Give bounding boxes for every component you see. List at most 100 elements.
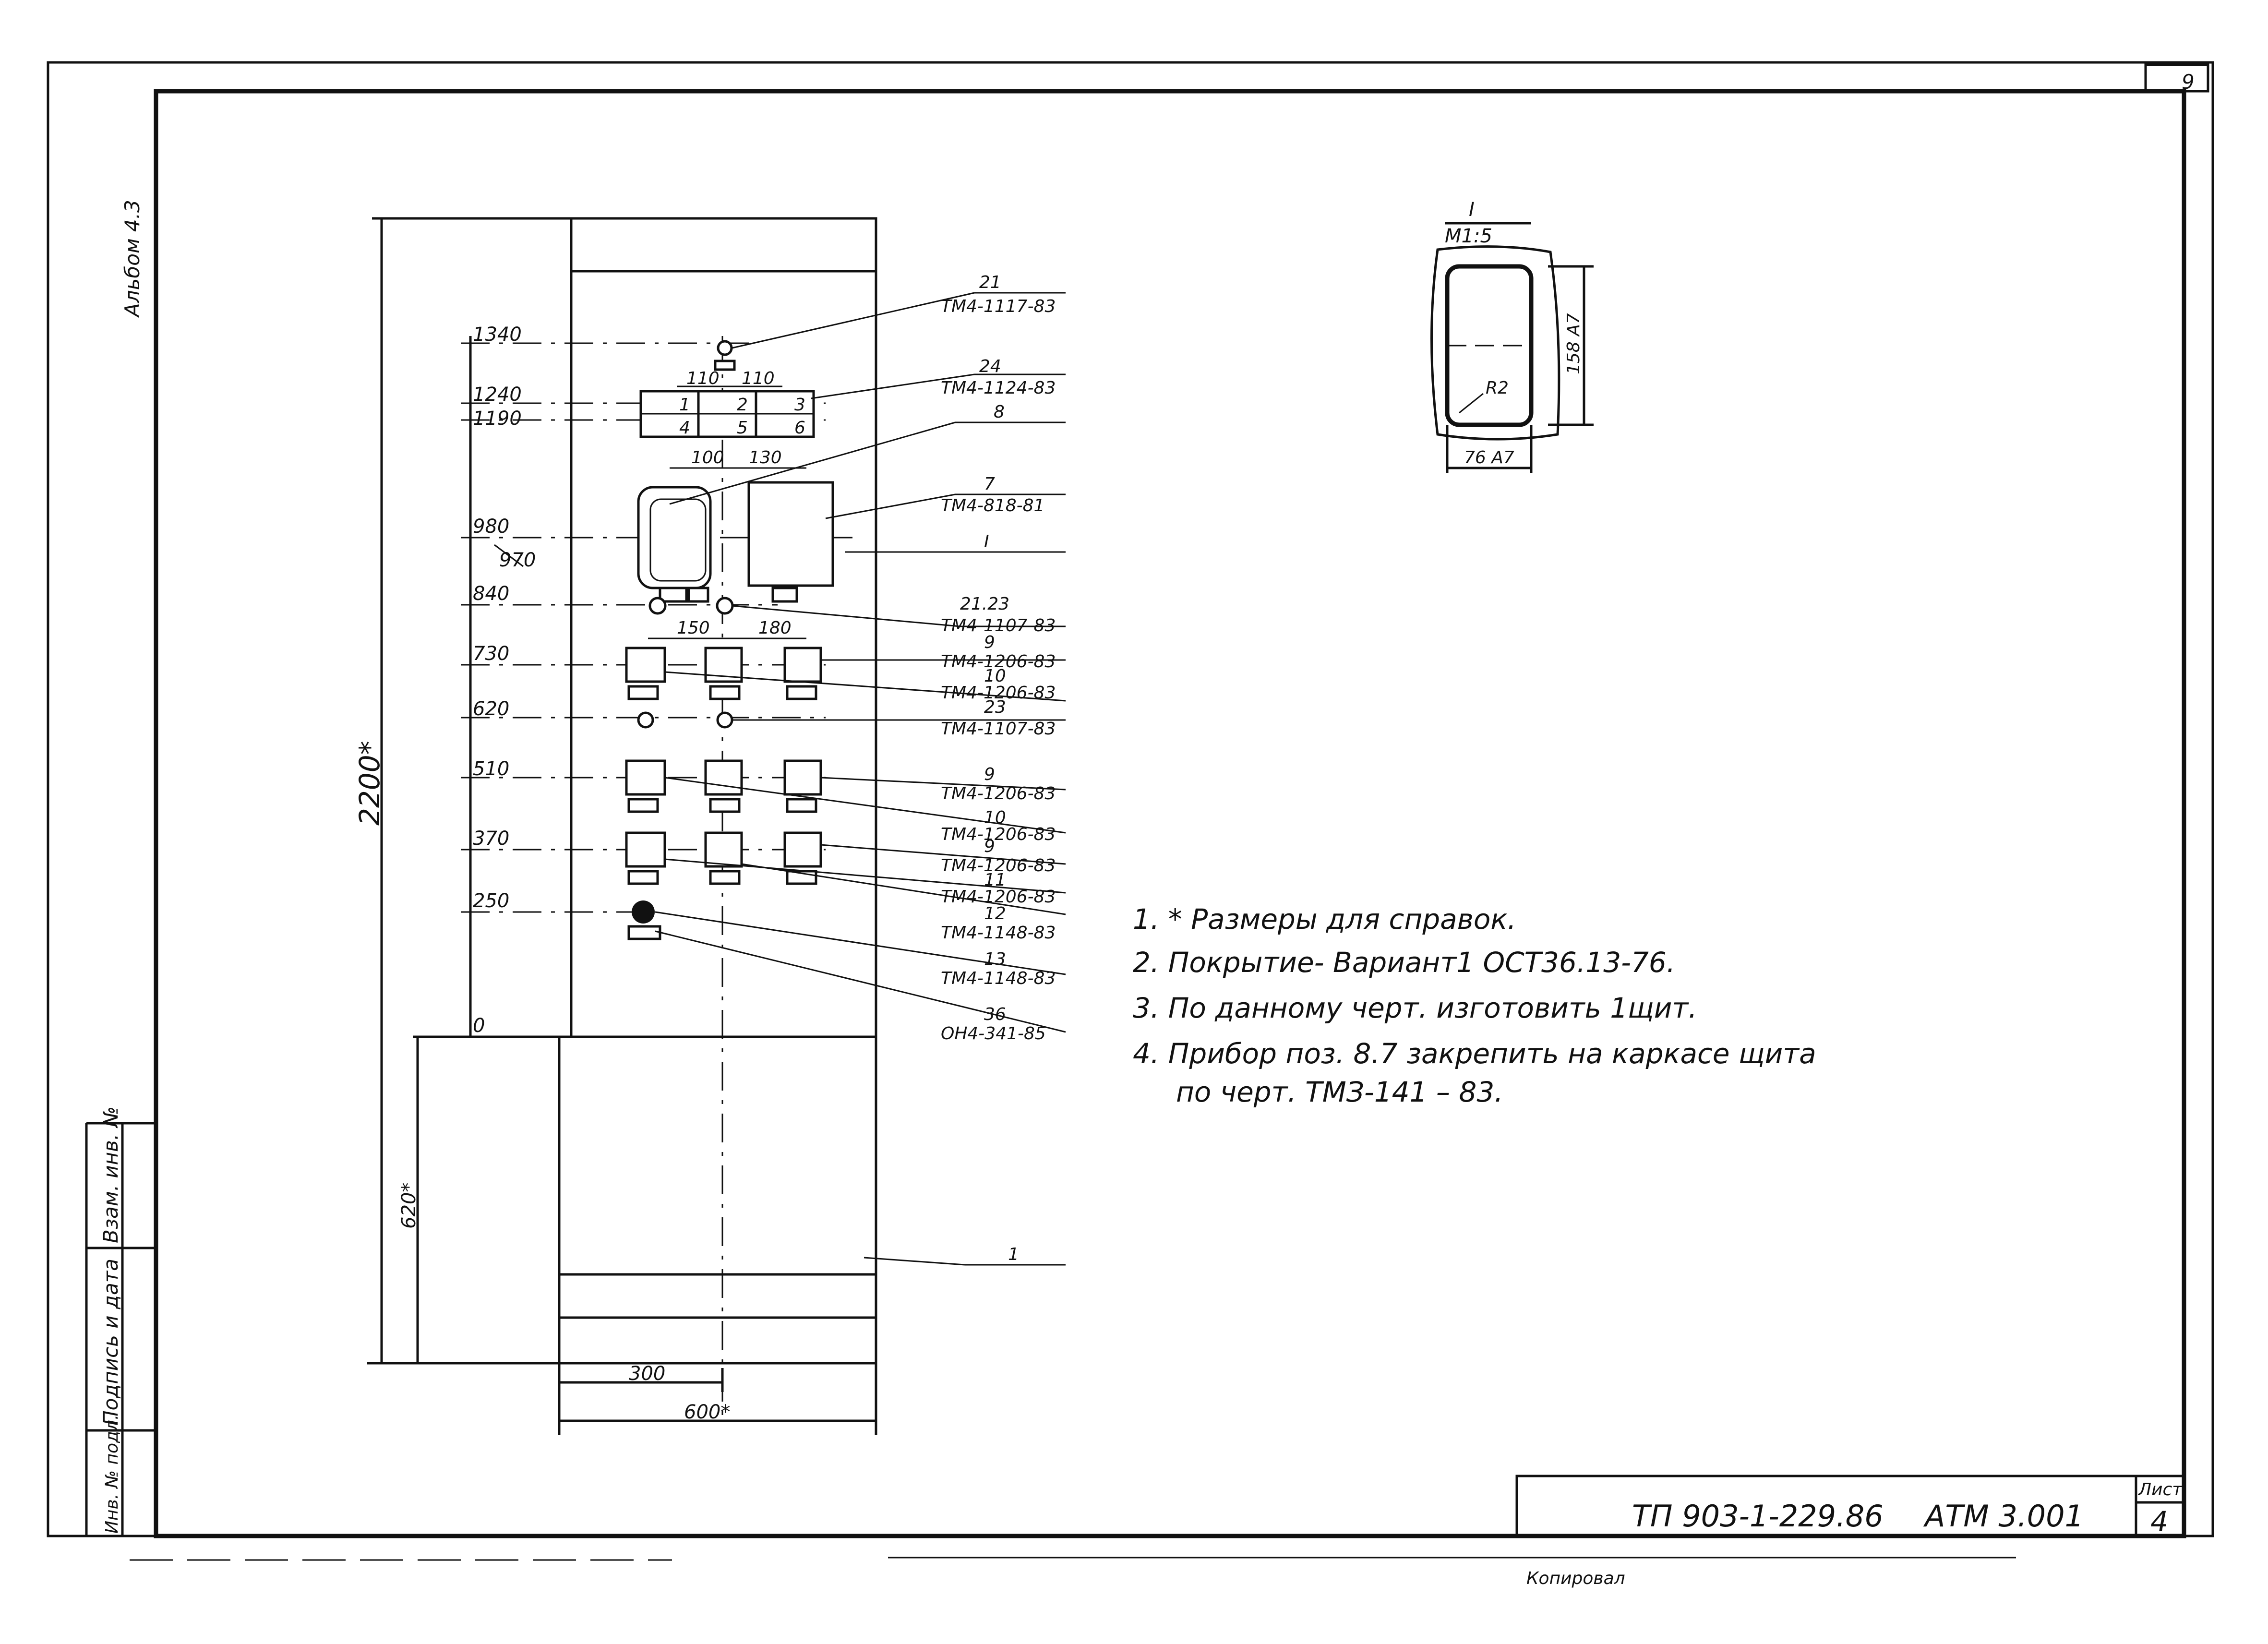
dim-110-a: 110 — [686, 369, 720, 388]
level-620: 620 — [473, 698, 509, 720]
level-1190: 1190 — [473, 408, 522, 430]
device-lamp-top — [714, 340, 736, 371]
sheet-number: 4 — [2150, 1505, 2168, 1538]
callout-pos: 9 — [984, 633, 995, 652]
callout-ref: ТМ4-1206-83 — [941, 856, 1056, 876]
callout-pos: 9 — [984, 765, 995, 784]
callout-ref: ТМ4-1206-83 — [941, 683, 1056, 703]
switch-4: 4 — [679, 418, 690, 438]
note-1: 1. * Размеры для справок. — [1133, 903, 1516, 936]
panel-base — [558, 1035, 877, 1365]
callout-pos: 12 — [984, 904, 1006, 924]
button-250 — [627, 900, 661, 940]
title-block: ТП 903-1-229.86 АТМ 3.001 Лист 4 — [1515, 1475, 2185, 1538]
callout-pos: 1 — [1008, 1245, 1019, 1264]
callout-pos: I — [984, 532, 989, 552]
callout-ref: ТМ4-1124-83 — [941, 378, 1056, 398]
callout-pos: 24 — [979, 357, 1001, 376]
callout-ref: ТМ4-1206-83 — [941, 652, 1056, 672]
sheet-label: Лист — [2137, 1480, 2183, 1500]
notes: 1. * Размеры для справок. 2. Покрытие- В… — [1133, 903, 1816, 1108]
detail-I: I М1:5 R2 158 А7 76 А7 — [1430, 199, 1594, 473]
detail-title: I — [1469, 199, 1475, 221]
note-3: 3. По данному черт. изготовить 1щит. — [1133, 992, 1697, 1024]
callout-labels: 21 ТМ4-1117-83 24 ТМ4-1124-83 8 7 ТМ4-81… — [941, 273, 1056, 1264]
stamp-sign-date: Подпись и дата — [99, 1259, 122, 1426]
level-510: 510 — [473, 758, 509, 780]
drawing-code: АТМ 3.001 — [1923, 1499, 2084, 1534]
level-1340: 1340 — [473, 324, 522, 346]
callout-ref: ТМ4-1148-83 — [941, 923, 1056, 943]
stamp-inv-no: Инв. № подл. — [102, 1415, 122, 1534]
overall-dimensions: 2200* 620* 300 600* — [353, 217, 877, 1435]
stamp-replace: Взам. инв. № — [99, 1106, 122, 1243]
callout-pos: 10 — [984, 666, 1006, 686]
detail-height: 158 А7 — [1564, 313, 1584, 374]
sheet-top-number: 9 — [2182, 70, 2195, 94]
dim-100: 100 — [691, 448, 724, 468]
callout-pos: 13 — [984, 949, 1006, 969]
detail-scale: М1:5 — [1445, 225, 1492, 247]
switch-block: 1 2 3 4 5 6 110 110 — [639, 369, 815, 438]
level-730: 730 — [473, 643, 509, 665]
switch-5: 5 — [737, 418, 748, 438]
switch-1: 1 — [679, 395, 690, 415]
level-1240: 1240 — [473, 384, 522, 406]
callout-pos: 10 — [984, 808, 1006, 828]
bottom-artefacts: Копировал — [130, 1557, 2016, 1588]
callout-ref: ТМ4-1148-83 — [941, 969, 1056, 988]
level-840: 840 — [473, 583, 509, 605]
sheet-number-box — [2144, 63, 2209, 93]
callout-pos: 7 — [984, 474, 995, 494]
switch-3: 3 — [794, 395, 805, 415]
detail-radius: R2 — [1486, 378, 1509, 398]
callout-ref: ОН4-341-85 — [941, 1024, 1046, 1044]
note-4: 4. Прибор поз. 8.7 закрепить на каркасе … — [1133, 1037, 1816, 1070]
instrument-8: 100 130 — [637, 448, 806, 603]
dim-150: 150 — [677, 618, 710, 638]
row-510 — [625, 759, 822, 813]
dim-total-height: 2200* — [353, 741, 386, 826]
callout-pos: 36 — [984, 1005, 1006, 1024]
dim-130: 130 — [749, 448, 782, 468]
callout-pos: 9 — [984, 837, 995, 856]
callout-ref: ТМ4-1107-83 — [941, 719, 1056, 739]
level-0: 0 — [473, 1015, 485, 1037]
callout-pos: 11 — [984, 870, 1006, 890]
note-4-cont: по черт. ТМЗ-141 – 83. — [1176, 1076, 1503, 1108]
callout-ref: ТМ4-1206-83 — [941, 784, 1056, 804]
callout-pos: 21 — [979, 273, 1001, 292]
callout-ref: ТМ4-1206-83 — [941, 825, 1056, 844]
row-370 — [625, 831, 822, 885]
level-370: 370 — [473, 828, 509, 850]
side-strip: Альбом 4.3 Взам. инв. № Подпись и дата И… — [85, 200, 156, 1536]
lamps-620 — [637, 711, 733, 729]
level-970: 970 — [499, 549, 536, 571]
callout-pos: 21.23 — [960, 594, 1009, 614]
level-250: 250 — [473, 890, 509, 912]
instrument-7 — [747, 481, 834, 603]
inner-frame — [154, 89, 2186, 1538]
lamps-840: 150 180 — [648, 597, 806, 639]
level-980: 980 — [473, 516, 509, 538]
callout-ref: ТМ4-818-81 — [941, 496, 1044, 516]
copied-stamp: Копировал — [1526, 1569, 1625, 1588]
dim-110-b: 110 — [742, 369, 775, 388]
leader-lines — [655, 292, 1066, 1266]
callout-pos: 23 — [984, 697, 1006, 717]
dim-180: 180 — [758, 618, 792, 638]
switch-6: 6 — [794, 418, 805, 438]
detail-width: 76 А7 — [1464, 448, 1514, 468]
row-730 — [625, 647, 822, 700]
panel-front-view — [558, 217, 877, 1421]
dim-half-width: 300 — [629, 1363, 665, 1385]
callout-pos: 8 — [994, 402, 1005, 422]
dim-width: 600* — [684, 1401, 730, 1423]
callout-ref: ТМ4-1206-83 — [941, 887, 1056, 907]
callout-ref: ТМ4-1117-83 — [941, 297, 1056, 316]
album-label: Альбом 4.3 — [120, 200, 144, 318]
dim-base-height: 620* — [398, 1183, 420, 1229]
callout-ref: ТМ4-1107-83 — [941, 616, 1056, 636]
project-code: ТП 903-1-229.86 — [1632, 1499, 1884, 1534]
